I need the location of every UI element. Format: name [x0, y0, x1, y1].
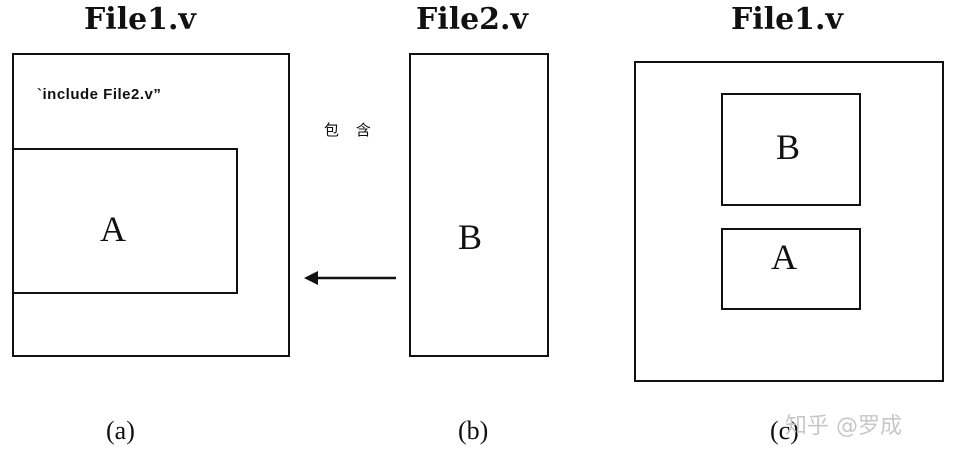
file2-box: [409, 53, 549, 357]
module-a-box: [12, 148, 238, 294]
caption-a: (a): [106, 416, 135, 445]
panel-c-title: File1.v: [731, 2, 843, 37]
panel-b-title: File2.v: [416, 2, 528, 37]
module-a-inner-label: A: [771, 237, 797, 277]
include-directive: `include File2.v”: [37, 86, 162, 103]
module-b-label: B: [458, 217, 483, 257]
left-arrow-icon: [304, 271, 396, 285]
caption-c: (c): [770, 416, 799, 445]
watermark: 知乎 @罗成: [785, 414, 902, 439]
module-b-inner-label: B: [776, 127, 801, 167]
module-b-inner-box: [721, 93, 861, 206]
panel-a-title: File1.v: [84, 2, 196, 37]
file1-merged-box: [634, 61, 944, 382]
include-arrow-label: 包 含: [324, 121, 377, 139]
module-a-label: A: [100, 209, 126, 249]
module-a-inner-box: [721, 228, 861, 310]
caption-b: (b): [458, 416, 489, 445]
